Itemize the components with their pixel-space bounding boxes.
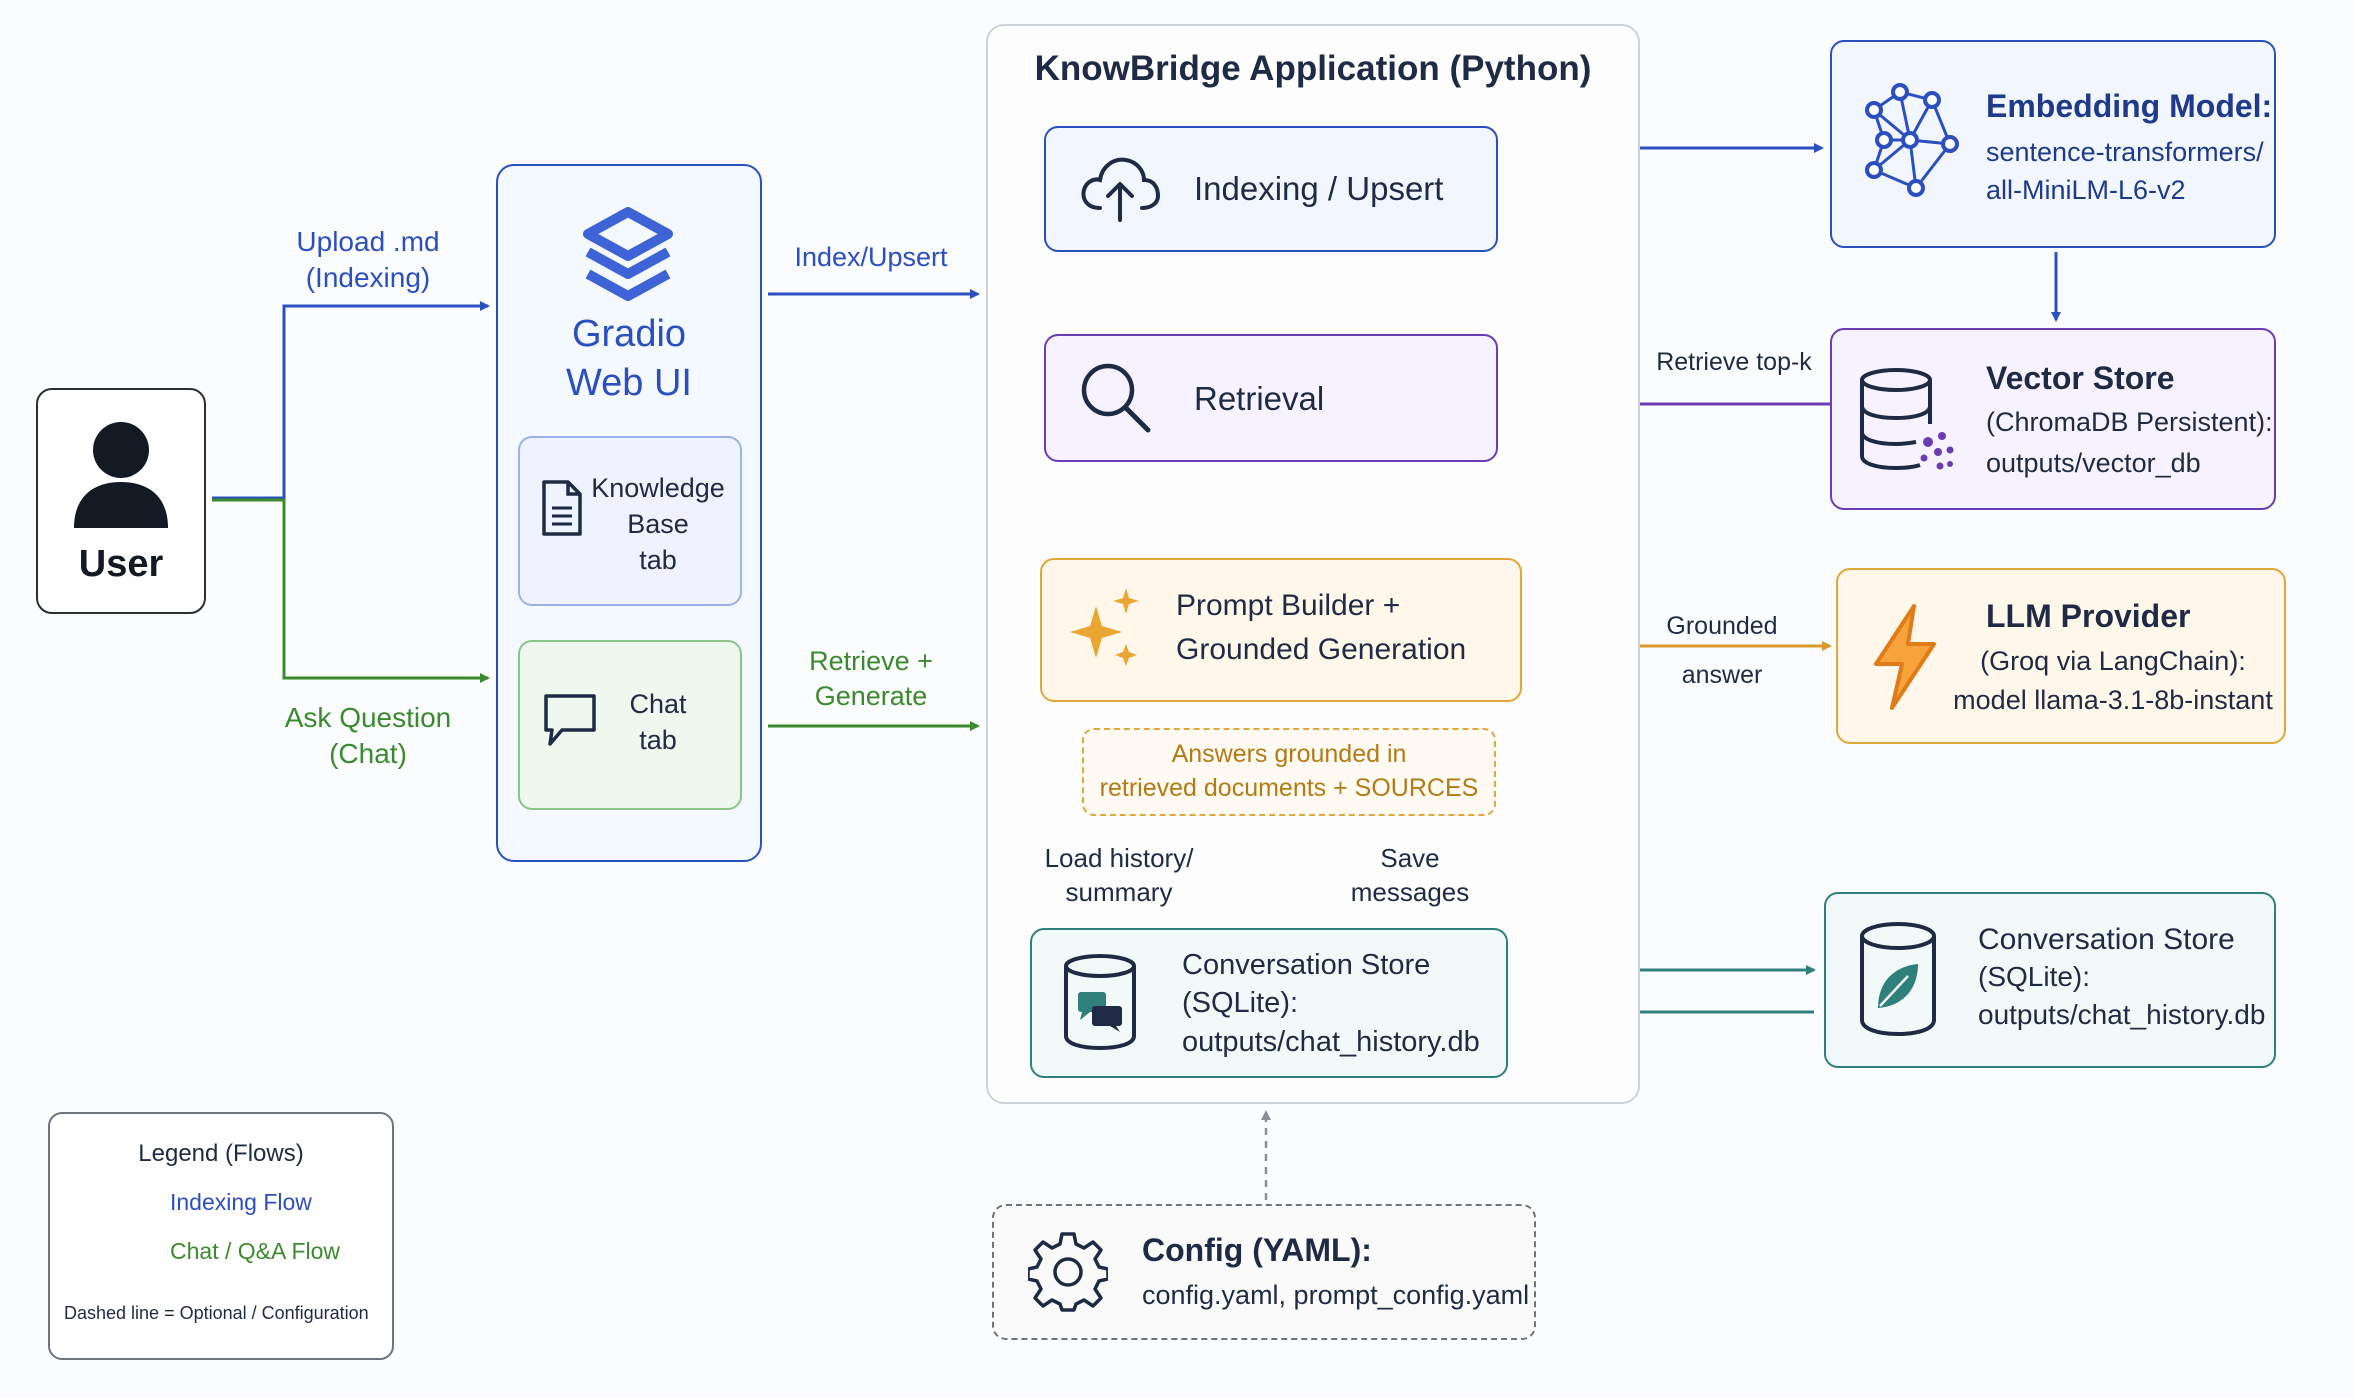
network-graph-icon [1860, 80, 1960, 200]
retrieval-box [1044, 334, 1498, 462]
embedding-title: Embedding Model: [1986, 88, 2273, 124]
sparkles-icon [1066, 584, 1146, 674]
edge-label-retrieve-topk: Retrieve top-k [1656, 348, 1812, 376]
lightning-icon [1868, 602, 1942, 712]
app-title: KnowBridge Application (Python) [1034, 49, 1592, 88]
edge-label-retrieve-generate: Retrieve +Generate [809, 646, 933, 712]
edge-label-ask: Ask Question(Chat) [284, 702, 452, 770]
config-title: Config (YAML): [1142, 1232, 1372, 1268]
database-leaf-icon [1856, 920, 1940, 1038]
llm-title: LLM Provider [1986, 598, 2191, 634]
indexing-label: Indexing / Upsert [1194, 170, 1444, 207]
llm-details: (Groq via LangChain):model llama-3.1-8b-… [1953, 646, 2273, 716]
legend-title: Legend (Flows) [138, 1140, 304, 1167]
document-icon [538, 478, 586, 538]
user-silhouette-icon [66, 418, 176, 530]
legend-box [48, 1112, 394, 1360]
conv-ext-title: Conversation Store [1978, 923, 2235, 956]
vector-details: (ChromaDB Persistent):outputs/vector_db [1986, 407, 2273, 478]
edge-label-upload: Upload .md(Indexing) [296, 226, 440, 294]
edge-ask [212, 498, 490, 683]
legend-chat-label: Chat / Q&A Flow [170, 1238, 341, 1264]
gear-icon [1028, 1232, 1108, 1312]
legend-indexing-label: Indexing Flow [170, 1189, 312, 1215]
edge-label-load-history: Load history/summary [1044, 843, 1194, 907]
prompt-builder-label: Prompt Builder +Grounded Generation [1176, 589, 1467, 666]
gradio-logo-icon [580, 206, 676, 302]
config-files: config.yaml, prompt_config.yaml [1142, 1280, 1530, 1310]
edge-label-index-upsert: Index/Upsert [794, 242, 948, 272]
embedding-details: sentence-transformers/all-MiniLM-L6-v2 [1986, 137, 2264, 205]
chat-bubble-icon [540, 690, 600, 750]
tab-knowledge-base[interactable] [518, 436, 742, 606]
prompt-builder-box [1040, 558, 1522, 702]
user-label: User [78, 543, 164, 585]
cloud-upload-icon [1078, 152, 1162, 226]
conversation-store-box [1030, 928, 1508, 1078]
retrieval-label: Retrieval [1194, 380, 1325, 417]
conversation-store-label: Conversation Store(SQLite):outputs/chat_… [1182, 949, 1480, 1058]
legend-note: Dashed line = Optional / Configuration [64, 1303, 369, 1323]
tab-chat[interactable] [518, 640, 742, 810]
vector-title: Vector Store [1986, 360, 2175, 396]
grounded-answer-note [1082, 728, 1496, 816]
edge-upload [212, 301, 490, 500]
magnifier-icon [1078, 360, 1154, 436]
database-icon [1856, 366, 1956, 476]
database-chat-icon [1060, 952, 1140, 1052]
conv-ext-details: (SQLite):outputs/chat_history.db [1978, 961, 2266, 1030]
